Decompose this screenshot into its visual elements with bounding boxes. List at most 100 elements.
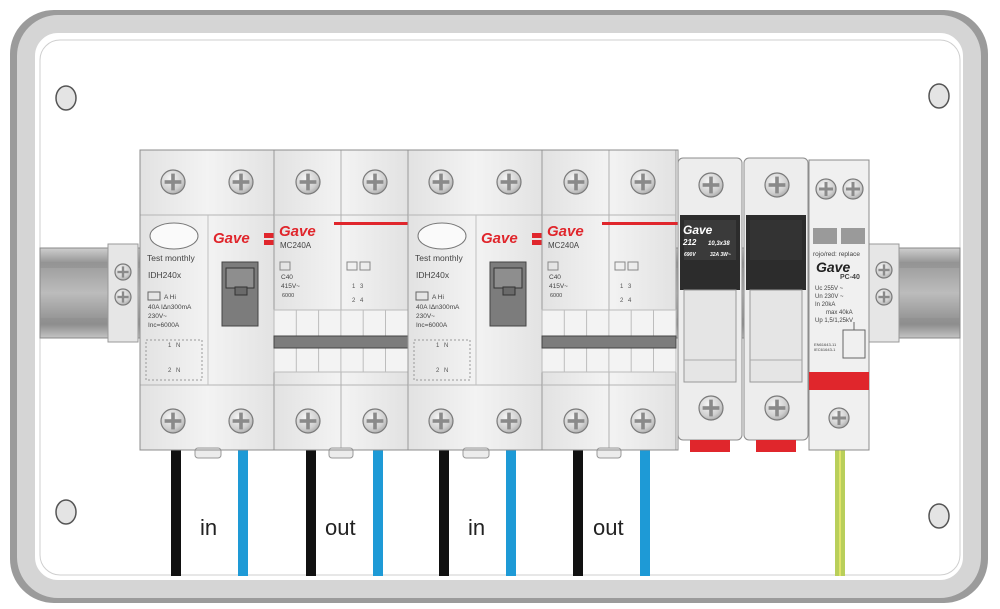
wire-label-out-1: out: [325, 515, 356, 540]
mcb-1-spec-1: 415V~: [281, 283, 300, 290]
screws: [114, 169, 893, 434]
fuse-1-cap-face: [684, 220, 736, 260]
mcb-1-brand: Gave: [279, 223, 316, 240]
rcd-1-brand-bar: [264, 240, 274, 245]
screw-icon: [428, 169, 454, 195]
rcd-1-terminal-top-1: 1: [168, 343, 172, 349]
screw-icon: [114, 288, 132, 306]
fuse-holder-1: [677, 157, 743, 452]
fuse-2-red-tab: [756, 440, 796, 452]
rcd-1-brand: Gave: [213, 230, 250, 247]
rcd-2-model: IDH240x: [416, 270, 450, 280]
wire-label-out-2: out: [593, 515, 624, 540]
mcb-1-spec-0: C40: [281, 274, 293, 281]
spd-std-0: EN61643-11: [814, 342, 837, 347]
screw-icon: [630, 408, 656, 434]
screw-icon: [698, 395, 724, 421]
screw-icon: [815, 178, 837, 200]
mcb-1-toggle-bar: [273, 335, 409, 349]
screw-icon: [828, 407, 850, 429]
mcb-1-window: [346, 261, 358, 271]
mounting-hole-icon: [55, 85, 77, 111]
rcd-2: [407, 149, 545, 459]
rcd-1-toggle-window: [225, 267, 255, 289]
spd-spec-1: Un 230V ~: [815, 294, 844, 300]
rcd-2-test-label: Test monthly: [415, 253, 463, 263]
mounting-holes: [55, 83, 950, 529]
spd-spec-2: In 20kA: [815, 302, 835, 308]
mcb-2-terminal-2: 2: [620, 298, 624, 304]
mcb-1-terminal-2: 2: [352, 298, 356, 304]
rcd-2-brand-bar: [532, 233, 542, 238]
surge-protector: [808, 159, 870, 451]
mcb-2-window: [627, 261, 639, 271]
wires: [171, 448, 845, 576]
rcd-1-spec-0: A Hi: [164, 294, 176, 301]
spd-spec-4: Up 1,5/1,25kV: [815, 318, 853, 324]
screw-icon: [295, 408, 321, 434]
fuse-rating-left: 690V: [684, 252, 696, 258]
spd-window-2: [841, 228, 865, 244]
neutral-wire: [238, 448, 248, 576]
screw-icon: [764, 395, 790, 421]
mcb-1-model: MC240A: [280, 241, 312, 250]
rcd-1-terminal-bottom-n: N: [176, 368, 180, 374]
mcb-2-spec-1: 415V~: [549, 283, 568, 290]
rcd-2-toggle-window: [493, 267, 523, 289]
rcd-2-terminal-bottom-n: N: [444, 368, 448, 374]
rcd-2-test-button: [417, 222, 467, 250]
rcd-2-spec-1: 40A IΔn300mA: [416, 304, 460, 311]
neutral-wire: [640, 448, 650, 576]
spd-window-1: [813, 228, 837, 244]
mounting-hole-icon: [928, 503, 950, 529]
screw-icon: [428, 408, 454, 434]
mcb-2-spec-2: 6000: [550, 293, 562, 299]
screw-icon: [563, 408, 589, 434]
rcd-1-spec-2: 230V~: [148, 313, 167, 320]
rcd-2-brand: Gave: [481, 230, 518, 247]
mcb-2-brand: Gave: [547, 223, 584, 240]
rcd-2-terminal-top-1: 1: [436, 343, 440, 349]
screw-icon: [295, 169, 321, 195]
rcd-1-toggle-tip: [234, 286, 248, 296]
screw-icon: [630, 169, 656, 195]
mcb-2-toggle-bar: [541, 335, 677, 349]
mcb-1-spec-2: 6000: [282, 293, 294, 299]
fuse-1-red-tab: [690, 440, 730, 452]
mcb-2-terminal-3: 3: [628, 284, 632, 290]
screw-icon: [160, 408, 186, 434]
mcb-2-terminal-4: 4: [628, 298, 632, 304]
fuse-2-cap-face: [750, 220, 802, 260]
spd-note: rojo/red: replace: [813, 251, 860, 258]
fuse-model: 212: [682, 238, 697, 247]
live-wire: [306, 448, 316, 576]
mcb-1-window: [359, 261, 371, 271]
rcd-1-terminal-top-n: N: [176, 343, 180, 349]
rcd-1-terminal-bottom-2: 2: [168, 368, 172, 374]
screw-icon: [496, 169, 522, 195]
labels: Test monthly IDH240x A Hi 40A IΔn300mA 2…: [147, 223, 860, 540]
mounting-hole-icon: [928, 83, 950, 109]
screw-icon: [875, 288, 893, 306]
fuse-rating-right: 32A 3W~: [710, 252, 731, 258]
rcd-2-schematic: [413, 339, 471, 381]
rcd-2-symbol-icon: [415, 291, 429, 301]
rcd-1: [139, 149, 277, 459]
rcd-1-schematic: [145, 339, 203, 381]
live-wire: [171, 448, 181, 576]
mcb-1: [273, 149, 436, 459]
screw-icon: [698, 172, 724, 198]
screw-icon: [362, 169, 388, 195]
modules: [139, 149, 870, 459]
mcb-1-window: [279, 261, 291, 271]
mcb-1-terminal-3: 3: [360, 284, 364, 290]
rcd-2-brand-bar: [532, 240, 542, 245]
screw-icon: [228, 408, 254, 434]
rcd-1-test-button: [149, 222, 199, 250]
screw-icon: [160, 169, 186, 195]
rcd-2-spec-2: 230V~: [416, 313, 435, 320]
mcb-2-spec-0: C40: [549, 274, 561, 281]
mcb-1-terminal-1: 1: [352, 284, 356, 290]
screw-icon: [114, 263, 132, 281]
